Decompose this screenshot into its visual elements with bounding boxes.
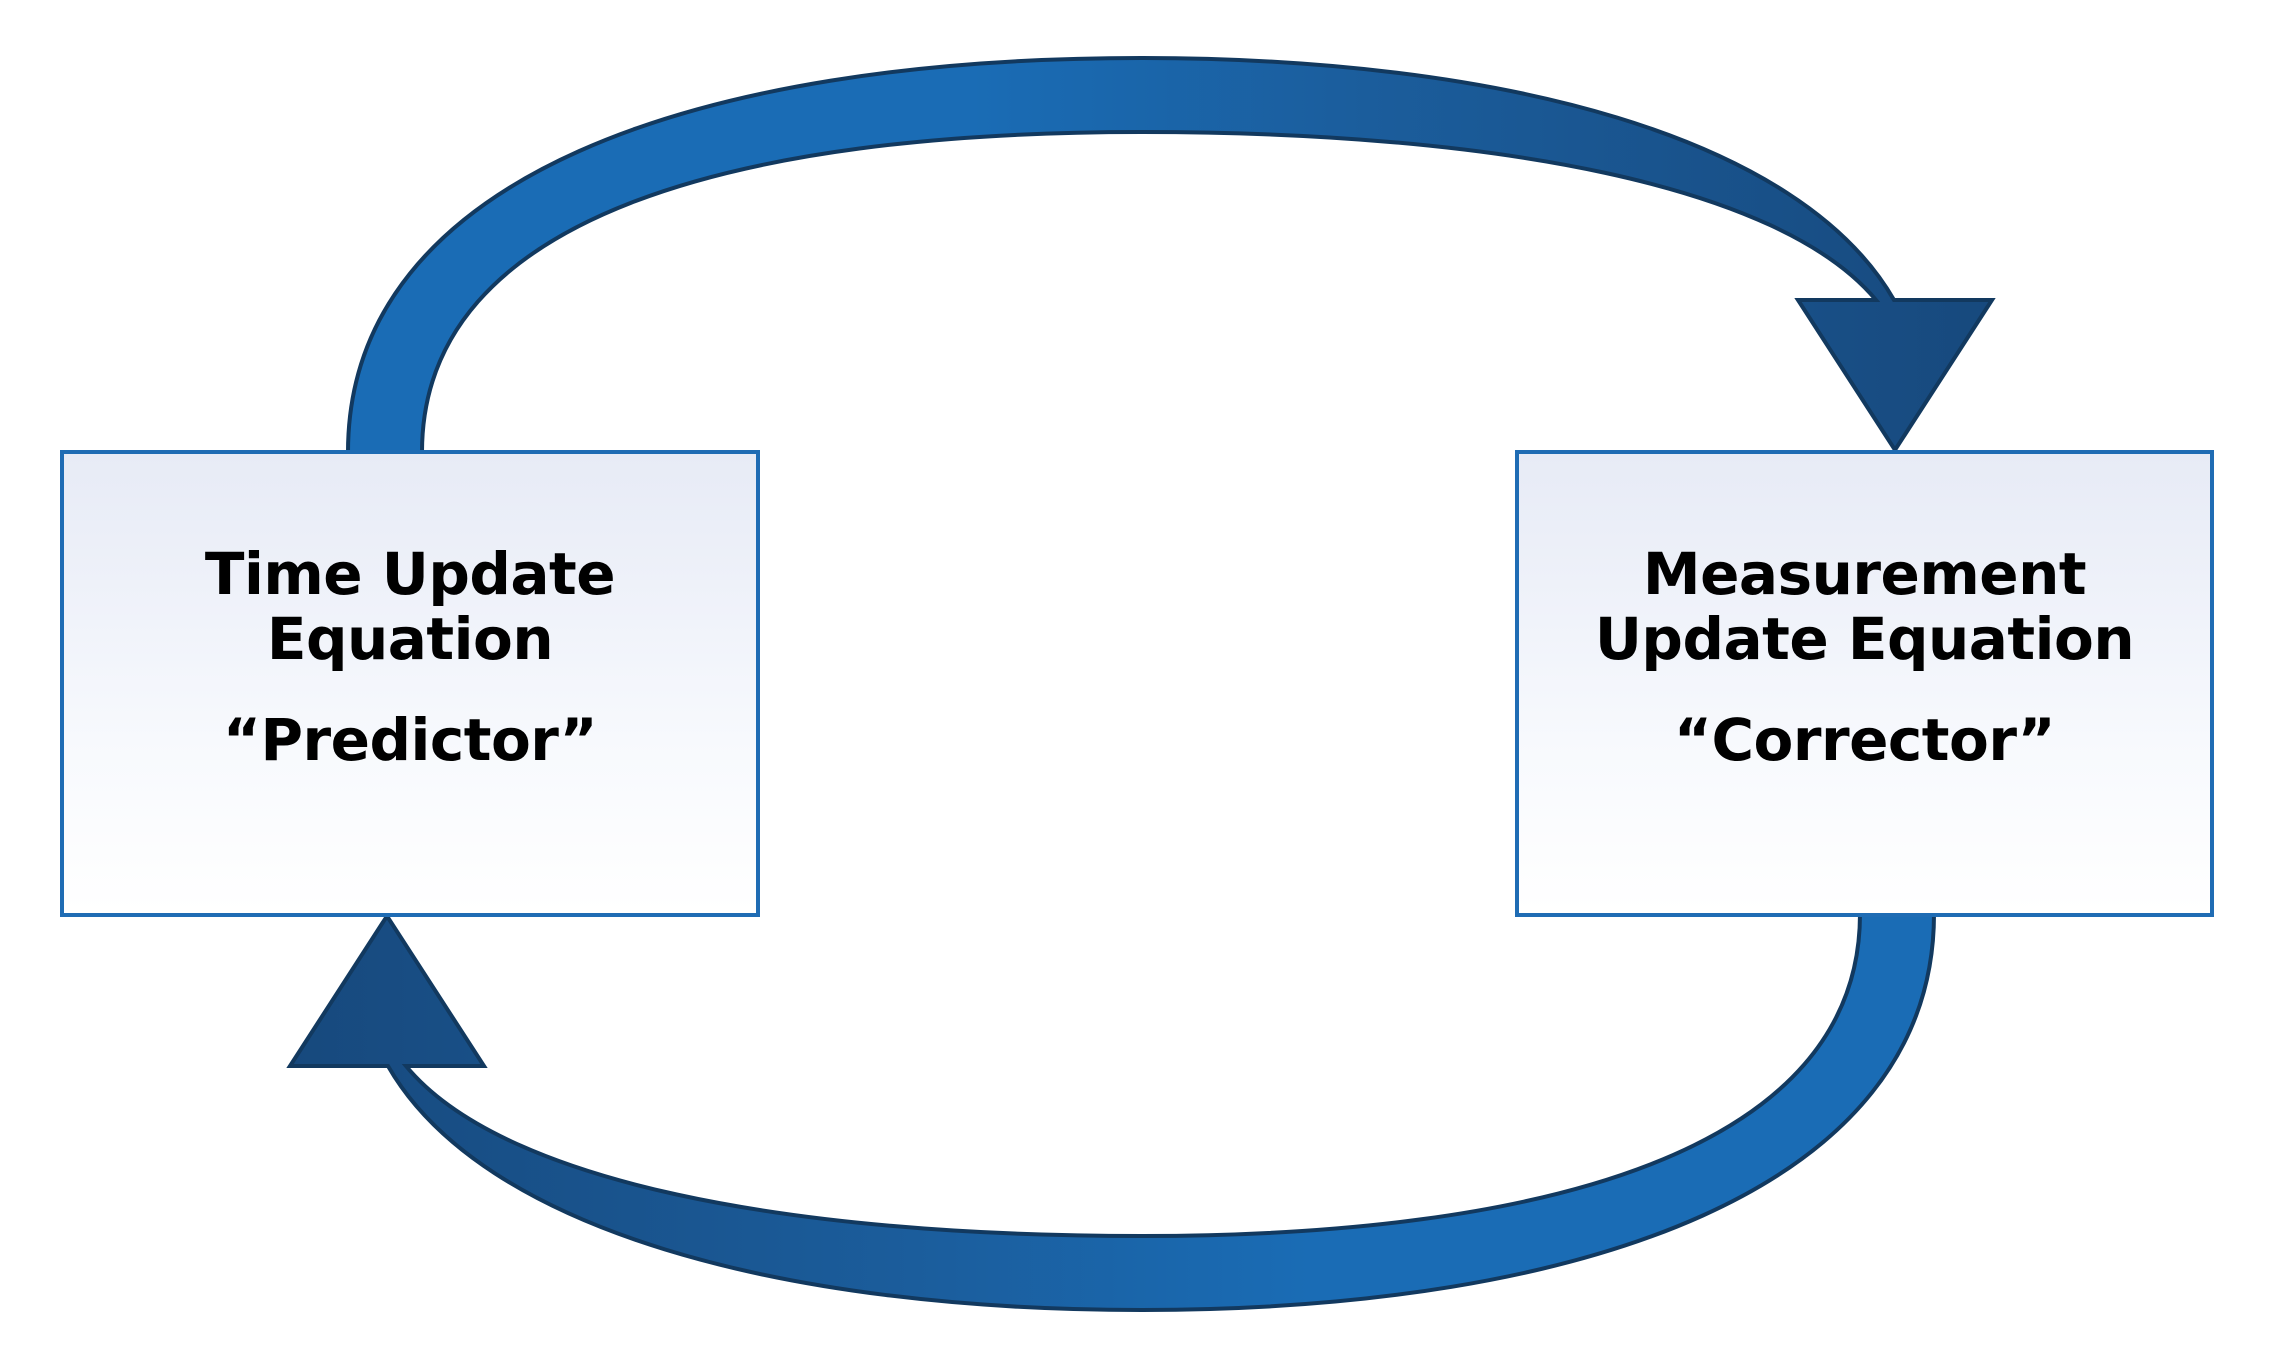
node-measurement-update-title: Measurement Update Equation (1594, 540, 2135, 674)
arrow-top-clockwise (345, 55, 1996, 454)
node-measurement-update-content: Measurement Update Equation “Corrector” (1519, 542, 2210, 773)
node-measurement-update[interactable]: Measurement Update Equation “Corrector” (1515, 450, 2214, 917)
node-time-update-content: Time Update Equation “Predictor” (64, 542, 756, 773)
node-time-update-title: Time Update Equation (204, 540, 616, 674)
node-measurement-update-subtitle: “Corrector” (1673, 705, 2056, 774)
node-time-update[interactable]: Time Update Equation “Predictor” (60, 450, 760, 917)
arrow-bottom-clockwise (286, 912, 1937, 1313)
node-time-update-subtitle: “Predictor” (222, 705, 598, 774)
